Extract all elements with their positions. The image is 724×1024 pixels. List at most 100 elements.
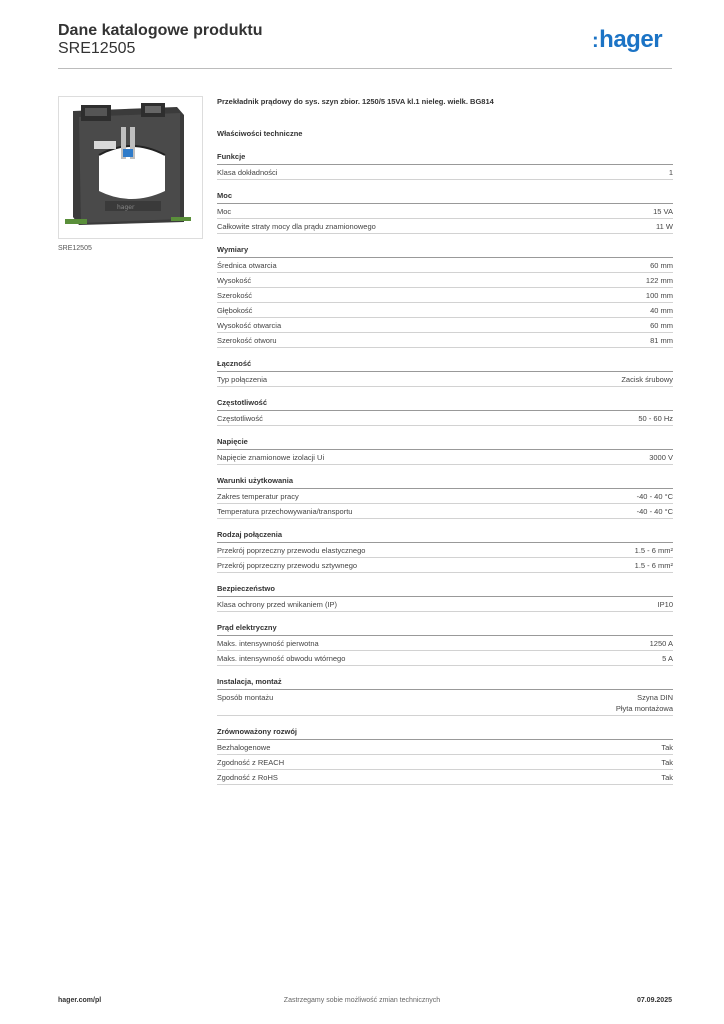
property-value: Zacisk śrubowy xyxy=(621,374,673,385)
property-value-line: 122 mm xyxy=(645,275,673,285)
current-transformer-image: hager xyxy=(59,97,202,238)
property-value-line: 60 mm xyxy=(650,260,673,270)
property-label: Całkowite straty mocy dla prądu znamiono… xyxy=(217,221,376,231)
page-title: Dane katalogowe produktu xyxy=(58,22,263,39)
property-row: Klasa ochrony przed wnikaniem (IP)IP10 xyxy=(217,597,673,612)
group-title: Funkcje xyxy=(217,152,673,165)
property-row: Zgodność z REACH Tak xyxy=(217,755,673,770)
property-value-line: 5 A xyxy=(662,653,673,663)
property-value: Tak xyxy=(661,742,673,753)
property-value: 50 - 60 Hz xyxy=(638,413,673,424)
property-value-line: 1.5 - 6 mm² xyxy=(634,560,673,570)
property-label: Temperatura przechowywania/transportu xyxy=(217,506,353,516)
footer-date: 07.09.2025 xyxy=(636,997,672,1004)
property-value-line: Tak xyxy=(661,742,673,752)
property-value: 5 A xyxy=(662,653,673,664)
property-label: Głębokość xyxy=(217,305,253,315)
property-row: Typ połączenia Zacisk śrubowy xyxy=(217,372,673,387)
property-row: Wysokość 122 mm xyxy=(217,273,673,288)
property-value-line: 50 - 60 Hz xyxy=(638,413,673,423)
property-value-line: 100 mm xyxy=(645,290,673,300)
property-value-line: 40 mm xyxy=(650,305,673,315)
property-value-line: Tak xyxy=(661,772,673,782)
property-label: Szerokość xyxy=(217,290,253,300)
property-row: Napięcie znamionowe izolacji Ui 3000 V xyxy=(217,450,673,465)
hager-logo[interactable]: :hager xyxy=(592,26,663,54)
property-label: Typ połączenia xyxy=(217,374,268,384)
group-title: Łączność xyxy=(217,359,673,372)
footer-website-link[interactable]: hager.com/pl xyxy=(58,997,102,1004)
property-value-line: Szyna DIN xyxy=(637,692,673,702)
property-value: IP10 xyxy=(658,599,673,610)
product-reference: SRE12505 xyxy=(58,40,136,57)
property-row: Przekrój poprzeczny przewodu elastyczneg… xyxy=(217,543,673,558)
product-description: Przekładnik prądowy do sys. szyn zbior. … xyxy=(217,97,494,106)
property-label: Maks. intensywność obwodu wtórnego xyxy=(217,653,346,663)
property-value: 3000 V xyxy=(649,452,673,463)
property-value: -40 - 40 °C xyxy=(637,506,673,517)
property-value: 81 mm xyxy=(650,335,673,346)
property-value: 100 mm xyxy=(646,290,673,301)
property-value-line: 15 VA xyxy=(653,206,673,216)
property-value: Tak xyxy=(661,772,673,783)
property-row: Głębokość 40 mm xyxy=(217,303,673,318)
property-value-line: IP10 xyxy=(657,599,673,609)
property-value: 1 xyxy=(669,167,673,178)
property-label: Klasa dokładności xyxy=(217,167,278,177)
header-divider xyxy=(58,68,672,69)
group-title: Zrównoważony rozwój xyxy=(217,727,673,740)
group-title: Bezpieczeństwo xyxy=(217,584,673,597)
property-label: Wysokość otwarcia xyxy=(217,320,282,330)
logo-text: hager xyxy=(599,26,663,53)
property-value: 1.5 - 6 mm² xyxy=(635,560,673,571)
property-value-line: -40 - 40 °C xyxy=(636,506,673,516)
property-value-line: 60 mm xyxy=(650,320,673,330)
property-row: Szerokość 100 mm xyxy=(217,288,673,303)
property-row: Moc 15 VA xyxy=(217,204,673,219)
product-photo: hager xyxy=(58,96,203,239)
group-title: Instalacja, montaż xyxy=(217,677,673,690)
property-value: 122 mm xyxy=(646,275,673,286)
property-value: 15 VA xyxy=(653,206,673,217)
property-value: -40 - 40 °C xyxy=(637,491,673,502)
group-title: Moc xyxy=(217,191,673,204)
group-title: Prąd elektryczny xyxy=(217,623,673,636)
property-value-line: Tak xyxy=(661,757,673,767)
property-value: 40 mm xyxy=(650,305,673,316)
property-label: Moc xyxy=(217,206,232,216)
property-label: Zgodność z REACH xyxy=(217,757,285,767)
property-value-line: 3000 V xyxy=(649,452,673,462)
property-label: Sposób montażu xyxy=(217,692,274,702)
property-row: Maks. intensywność obwodu wtórnego 5 A xyxy=(217,651,673,666)
property-row: Całkowite straty mocy dla prądu znamiono… xyxy=(217,219,673,234)
property-value-line: -40 - 40 °C xyxy=(636,491,673,501)
property-label: Wysokość xyxy=(217,275,252,285)
property-value-line: 1250 A xyxy=(649,638,673,648)
property-value: 1.5 - 6 mm² xyxy=(635,545,673,556)
group-title: Napięcie xyxy=(217,437,673,450)
property-label: Napięcie znamionowe izolacji Ui xyxy=(217,452,325,462)
property-value-line: 11 W xyxy=(656,221,673,231)
property-row: Zakres temperatur pracy -40 - 40 °C xyxy=(217,489,673,504)
group-title: Wymiary xyxy=(217,245,673,258)
section-title: Właściwości techniczne xyxy=(217,129,303,138)
property-label: Przekrój poprzeczny przewodu elastyczneg… xyxy=(217,545,366,555)
property-value: 60 mm xyxy=(650,320,673,331)
property-label: Zakres temperatur pracy xyxy=(217,491,299,501)
svg-text:hager: hager xyxy=(117,204,135,211)
